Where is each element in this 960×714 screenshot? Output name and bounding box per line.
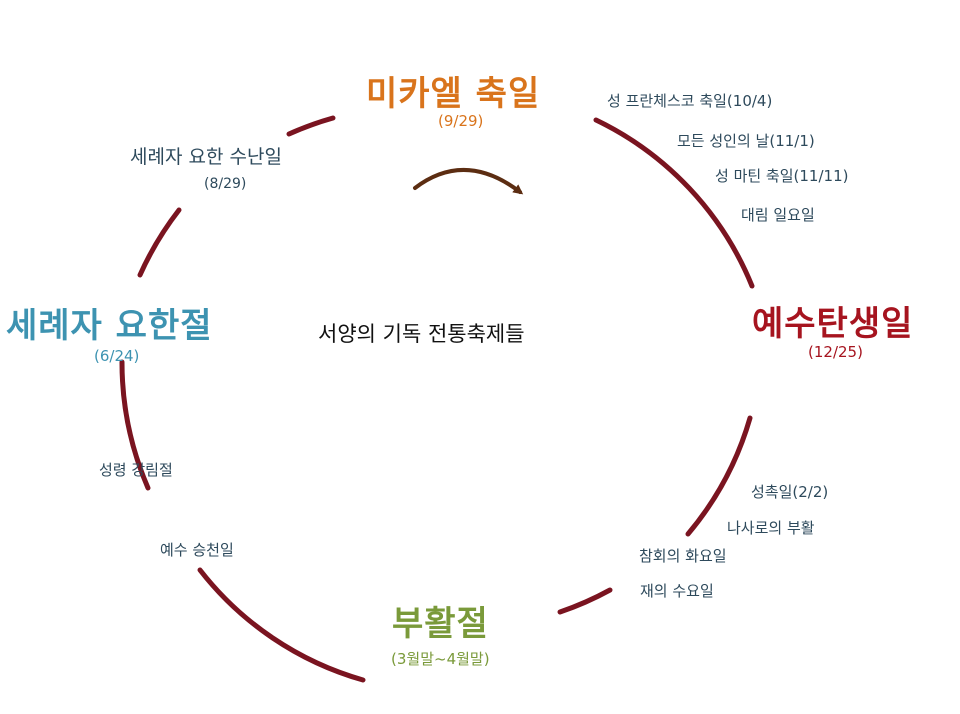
francis-feast: 성 프란체스코 축일(10/4) xyxy=(607,92,773,110)
baptist-passion-name: 세례자 요한 수난일 xyxy=(130,146,282,168)
baptist-nativity-name: 세례자 요한절 xyxy=(6,306,213,346)
candlemas: 성촉일(2/2) xyxy=(751,483,829,501)
pentecost: 성령 강림절 xyxy=(99,461,173,479)
ascension-day: 예수 승천일 xyxy=(160,541,234,559)
ring-arc-bottom-right xyxy=(557,587,613,615)
michaelmas-name: 미카엘 축일 xyxy=(366,74,541,114)
center-title: 서양의 기독 전통축제들 xyxy=(318,322,525,346)
ring-arc-bottom-left xyxy=(197,567,366,683)
ring-arc-top-left xyxy=(286,115,336,137)
shrove-tuesday: 참회의 화요일 xyxy=(639,547,727,565)
ring-arc-right-lower xyxy=(685,415,753,537)
ring-arc-left-upper xyxy=(137,207,182,278)
easter-name: 부활절 xyxy=(392,604,489,644)
christmas-name: 예수탄생일 xyxy=(752,304,914,344)
lazarus-raising: 나사로의 부활 xyxy=(727,519,815,537)
martin-feast: 성 마틴 축일(11/11) xyxy=(715,167,849,185)
all-saints-day: 모든 성인의 날(11/1) xyxy=(677,132,815,150)
advent-sunday: 대림 일요일 xyxy=(741,206,815,224)
easter-date: (3월말~4월말) xyxy=(391,650,490,668)
baptist-nativity-date: (6/24) xyxy=(94,347,140,365)
ring-arc-right-upper xyxy=(593,117,755,289)
ring-arc-left xyxy=(119,359,151,491)
baptist-passion-date: (8/29) xyxy=(204,176,247,192)
christmas-date: (12/25) xyxy=(808,343,863,361)
direction-arrow xyxy=(413,168,524,195)
michaelmas-date: (9/29) xyxy=(438,112,484,130)
ash-wednesday: 재의 수요일 xyxy=(640,582,714,600)
